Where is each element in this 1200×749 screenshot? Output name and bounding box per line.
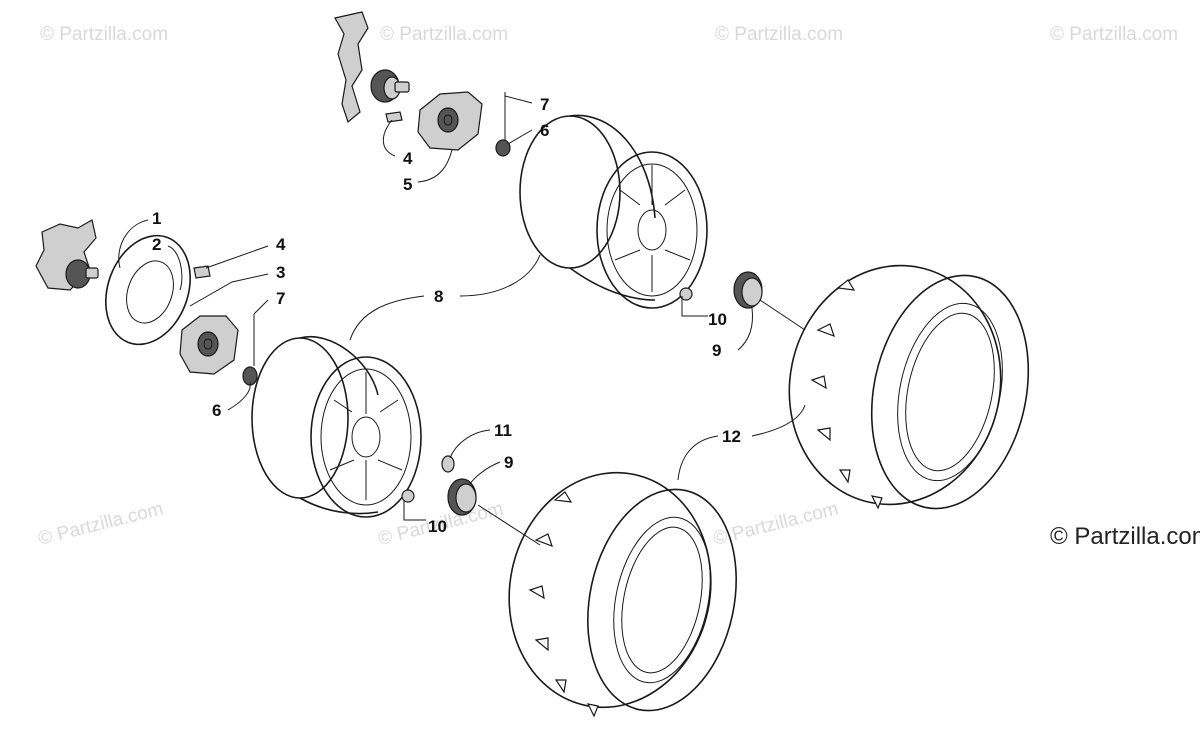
- upper-wheel-rim: [519, 114, 708, 309]
- callout-1: 1: [152, 209, 161, 228]
- copyright-watermark: © Partzilla.com: [1050, 523, 1200, 550]
- callout-10-lower: 10: [428, 517, 447, 536]
- callout-6-left: 6: [212, 401, 221, 420]
- left-steering-knuckle: [35, 219, 99, 291]
- callout-3: 3: [276, 263, 285, 282]
- faded-watermarks: © Partzilla.com © Partzilla.com © Partzi…: [36, 24, 1178, 550]
- callout-4-left: 4: [276, 235, 286, 254]
- callout-11: 11: [494, 421, 512, 440]
- upper-tire: [788, 264, 1030, 510]
- lower-center-cap: [447, 478, 477, 516]
- lower-lug-nut-item-11: [441, 455, 455, 473]
- callout-7-left: 7: [276, 289, 285, 308]
- watermark: © Partzilla.com: [40, 24, 168, 45]
- callout-9-lower: 9: [504, 453, 513, 472]
- callout-5: 5: [403, 175, 412, 194]
- watermark: © Partzilla.com: [36, 499, 165, 550]
- lower-wheel-rim: [251, 335, 422, 518]
- callout-10-upper: 10: [708, 310, 727, 329]
- callout-9-upper: 9: [712, 341, 721, 360]
- callout-8: 8: [434, 287, 443, 306]
- left-wheel-hub: [179, 315, 239, 375]
- upper-wheel-hub: [417, 91, 483, 151]
- callout-2: 2: [152, 235, 161, 254]
- upper-center-cap: [733, 271, 763, 309]
- watermark: © Partzilla.com: [1050, 24, 1178, 45]
- left-hub-bolt: [193, 265, 211, 279]
- upper-valve-stem: [679, 287, 693, 301]
- callout-12: 12: [722, 427, 741, 446]
- upper-steering-knuckle: [334, 11, 410, 124]
- callout-4-upper: 4: [403, 149, 413, 168]
- watermark: © Partzilla.com: [380, 24, 508, 45]
- callout-6-upper: 6: [540, 121, 549, 140]
- leader-lines: [118, 95, 806, 546]
- brake-disc: [105, 234, 191, 346]
- lower-valve-stem: [401, 489, 415, 503]
- lower-tire: [508, 471, 737, 718]
- watermark: © Partzilla.com: [715, 24, 843, 45]
- callout-7-upper: 7: [540, 95, 549, 114]
- upper-lug-nut: [495, 139, 511, 157]
- callout-numbers: 7 6 4 5 1 2 4 3 7 6 8 10 9 11 9 10 12: [152, 95, 741, 536]
- upper-hub-bolt: [385, 111, 403, 123]
